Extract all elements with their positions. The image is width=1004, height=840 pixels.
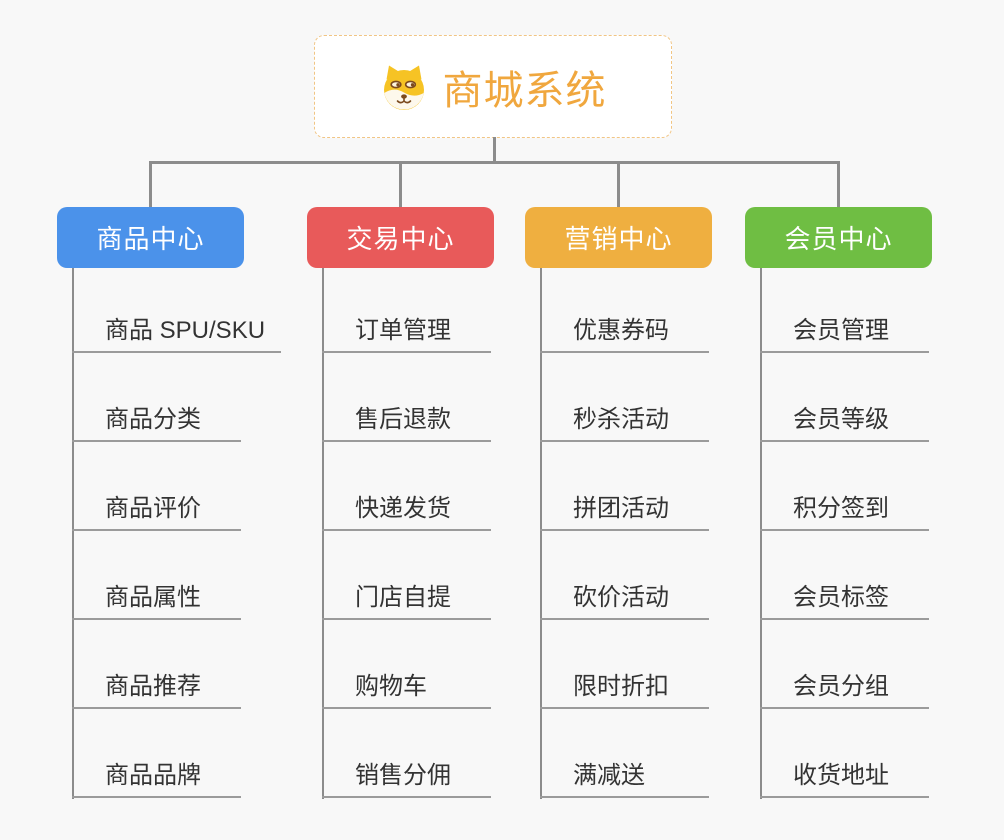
leaf-node[interactable]: 会员分组 [760,620,929,709]
leaf-node-label: 收货地址 [793,762,889,789]
branch-drop-line-product-center [149,164,152,208]
leaf-node-label: 商品品牌 [105,762,201,789]
leaf-node[interactable]: 购物车 [322,620,491,709]
shiba-dog-icon [383,65,424,110]
child-trunk-line-trade-center [322,268,324,799]
leaf-node-label: 积分签到 [793,495,889,522]
leaf-node[interactable]: 拼团活动 [540,442,709,531]
leaf-node-label: 会员等级 [793,406,889,433]
leaf-node[interactable]: 会员管理 [760,264,929,353]
child-trunk-line-member-center [760,268,762,799]
branch-node-label: 营销中心 [564,224,673,254]
leaf-node[interactable]: 限时折扣 [540,620,709,709]
leaf-node[interactable]: 销售分佣 [322,709,491,798]
branch-drop-line-marketing-center [617,164,620,208]
branch-node-label: 商品中心 [96,224,205,254]
leaf-list-marketing-center: 优惠券码秒杀活动拼团活动砍价活动限时折扣满减送 [540,264,709,798]
root-node[interactable]: 商城系统 [314,35,672,138]
leaf-node-label: 满减送 [573,762,645,789]
leaf-node[interactable]: 会员标签 [760,531,929,620]
leaf-node-label: 销售分佣 [355,762,451,789]
leaf-node[interactable]: 会员等级 [760,353,929,442]
leaf-node[interactable]: 订单管理 [322,264,491,353]
branch-drop-line-trade-center [399,164,402,208]
leaf-node[interactable]: 收货地址 [760,709,929,798]
leaf-node[interactable]: 售后退款 [322,353,491,442]
leaf-node-label: 商品分类 [105,406,201,433]
leaf-node[interactable]: 秒杀活动 [540,353,709,442]
leaf-node-label: 会员标签 [793,584,889,611]
branch-node-trade-center[interactable]: 交易中心 [307,207,494,268]
root-node-label: 商城系统 [442,68,607,113]
child-trunk-line-marketing-center [540,268,542,799]
child-trunk-line-product-center [72,268,74,799]
leaf-node-label: 商品推荐 [105,673,201,700]
leaf-node[interactable]: 砍价活动 [540,531,709,620]
leaf-list-member-center: 会员管理会员等级积分签到会员标签会员分组收货地址 [760,264,929,798]
leaf-node[interactable]: 商品品牌 [72,709,241,798]
leaf-node-label: 商品属性 [105,584,201,611]
leaf-node[interactable]: 商品 SPU/SKU [72,264,282,353]
leaf-node-label: 限时折扣 [573,673,669,700]
leaf-node[interactable]: 商品分类 [72,353,241,442]
leaf-node-label: 快递发货 [355,495,451,522]
root-connector-stub [493,137,496,164]
branch-node-label: 会员中心 [784,224,893,254]
leaf-node[interactable]: 商品属性 [72,531,241,620]
leaf-node[interactable]: 快递发货 [322,442,491,531]
leaf-node-label: 优惠券码 [573,317,669,344]
leaf-node-label: 拼团活动 [573,495,669,522]
branch-drop-line-member-center [837,164,840,208]
branch-node-marketing-center[interactable]: 营销中心 [525,207,712,268]
branch-node-label: 交易中心 [346,224,455,254]
leaf-node[interactable]: 满减送 [540,709,709,798]
leaf-node[interactable]: 优惠券码 [540,264,709,353]
leaf-node-label: 订单管理 [355,317,451,344]
leaf-node[interactable]: 商品推荐 [72,620,241,709]
leaf-node-label: 秒杀活动 [573,406,669,433]
leaf-node-label: 商品 SPU/SKU [105,317,266,344]
leaf-node-label: 会员管理 [793,317,889,344]
leaf-node[interactable]: 积分签到 [760,442,929,531]
leaf-node[interactable]: 商品评价 [72,442,241,531]
leaf-node-label: 购物车 [355,673,427,700]
branch-node-product-center[interactable]: 商品中心 [57,207,244,268]
leaf-node-label: 门店自提 [355,584,451,611]
leaf-list-trade-center: 订单管理售后退款快递发货门店自提购物车销售分佣 [322,264,491,798]
leaf-node-label: 砍价活动 [573,584,669,611]
leaf-node-label: 商品评价 [105,495,201,522]
leaf-node-label: 会员分组 [793,673,889,700]
branch-node-member-center[interactable]: 会员中心 [745,207,932,268]
leaf-node-label: 售后退款 [355,406,451,433]
leaf-node[interactable]: 门店自提 [322,531,491,620]
leaf-list-product-center: 商品 SPU/SKU 商品分类商品评价商品属性商品推荐商品品牌 [72,264,282,798]
branch-connector-bar [149,161,840,164]
